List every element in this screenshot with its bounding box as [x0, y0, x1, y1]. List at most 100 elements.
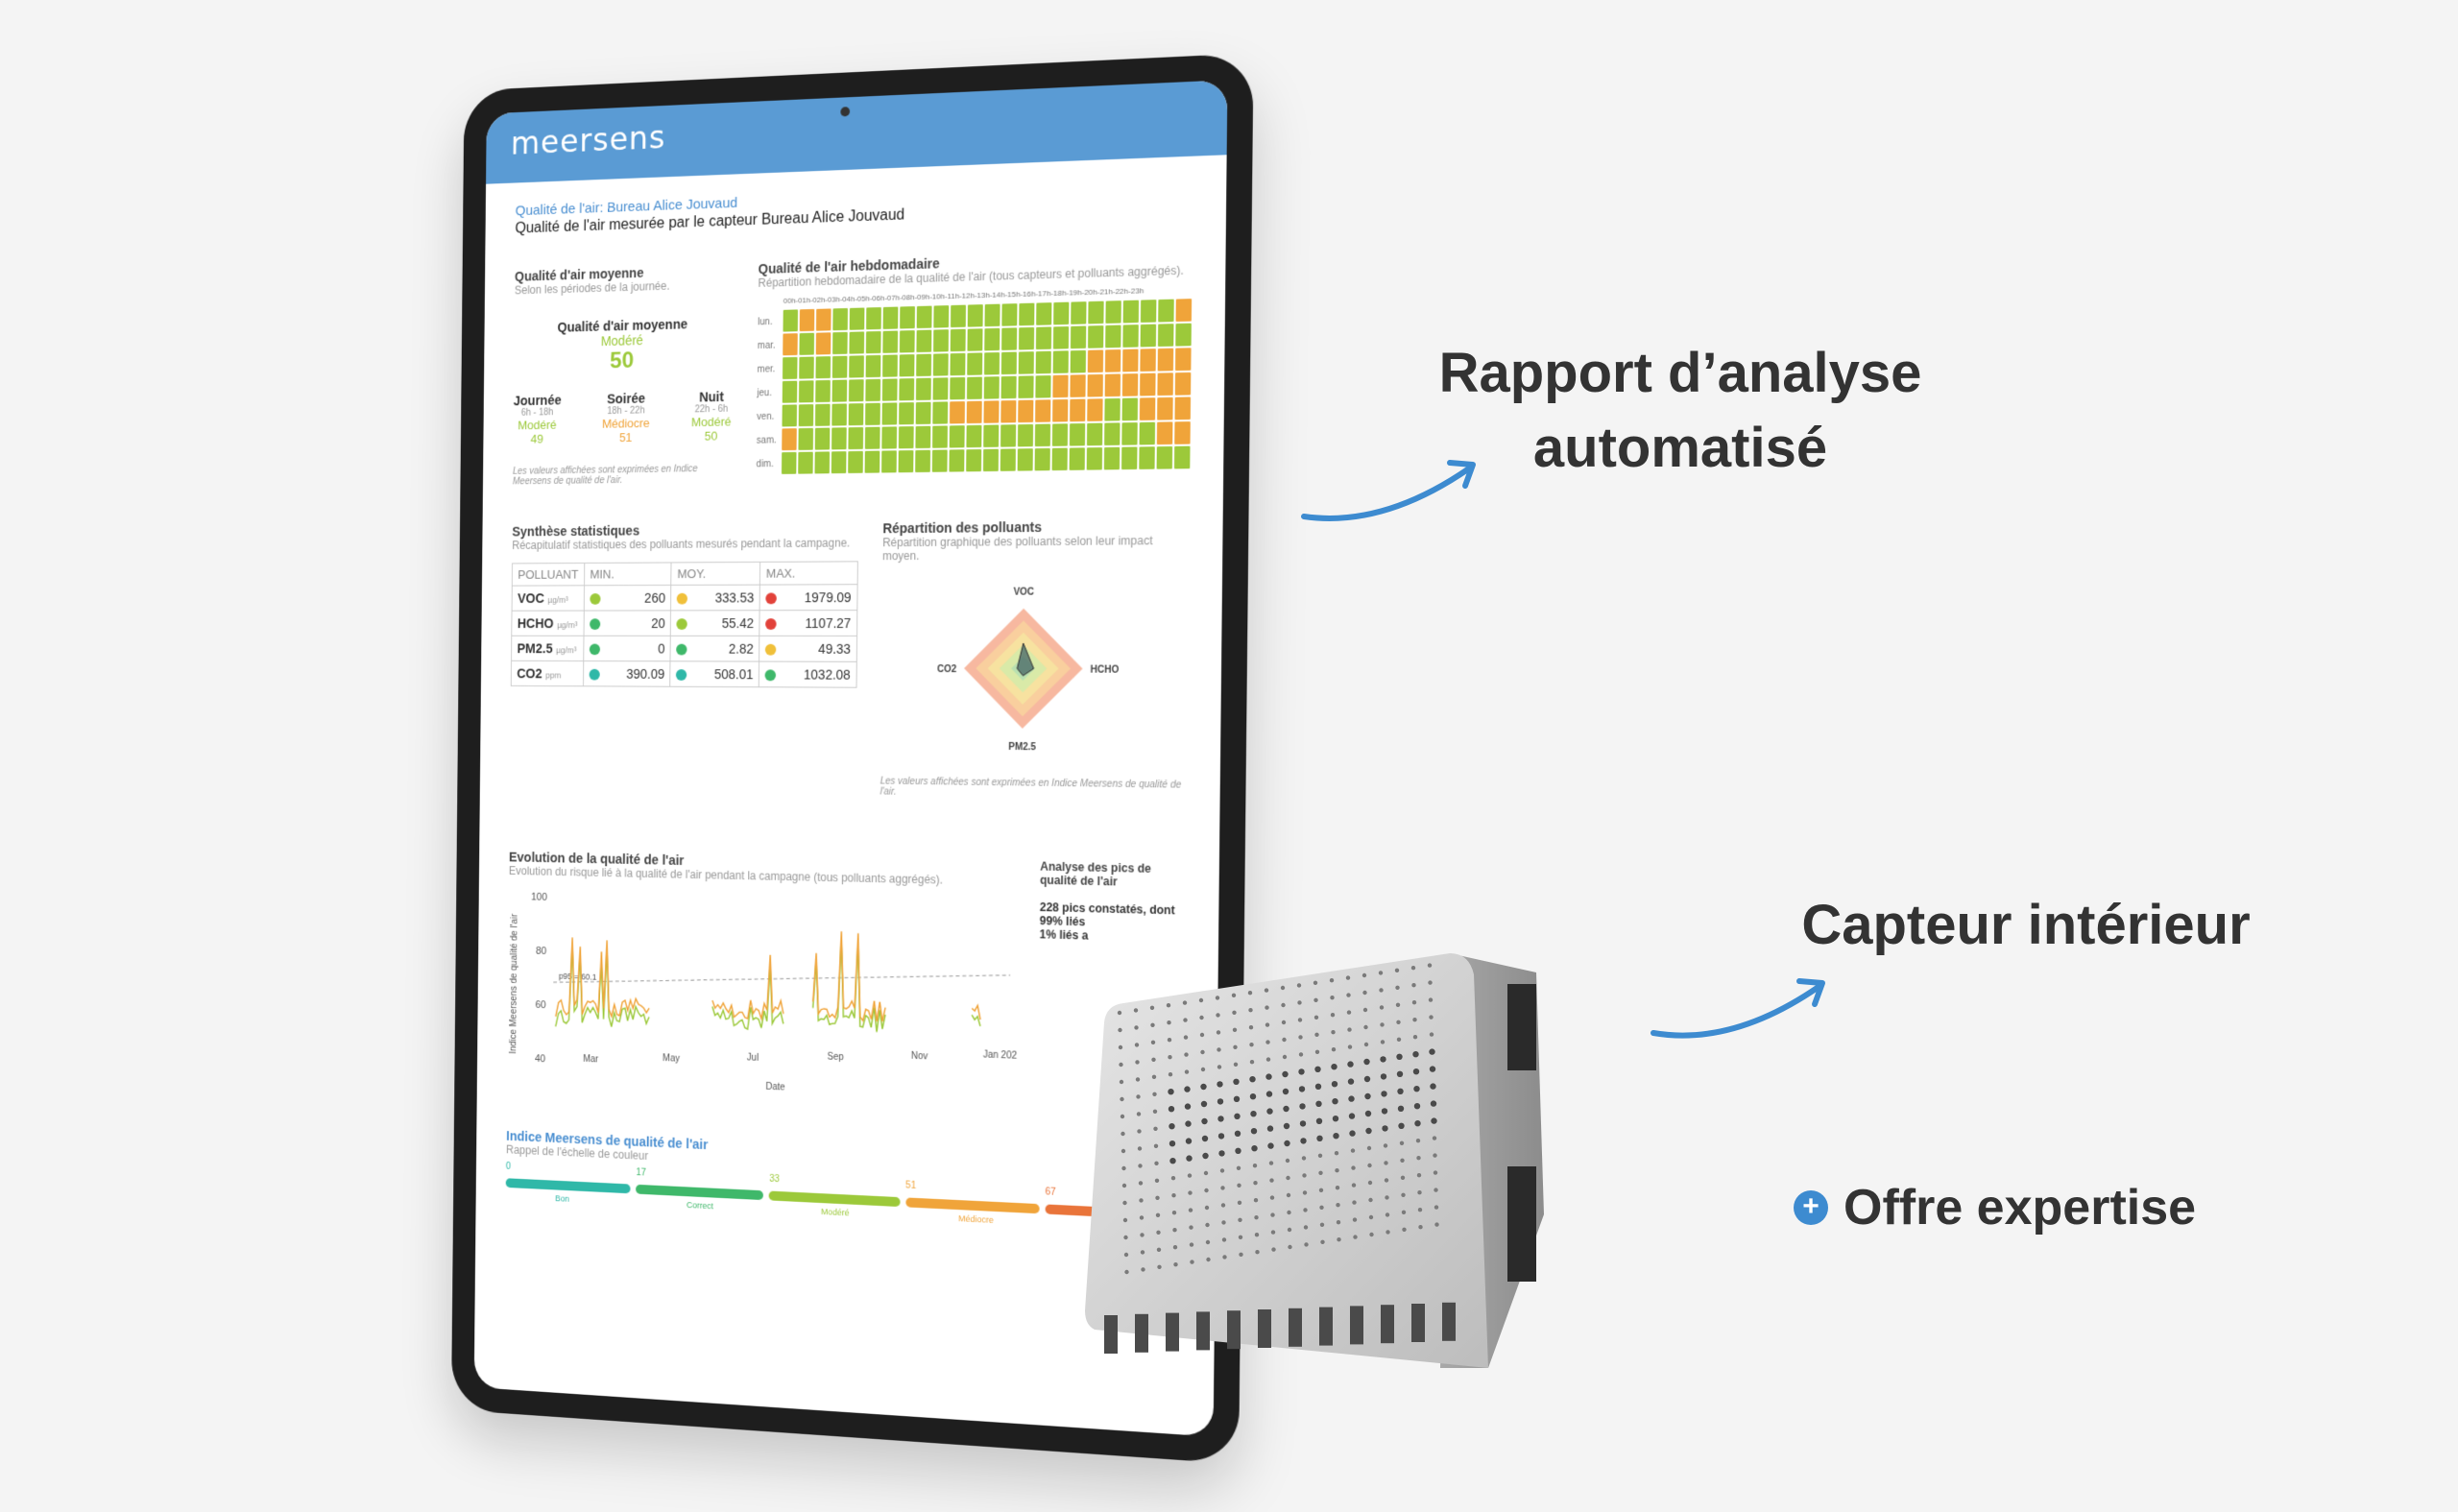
status-dot-icon [590, 618, 600, 630]
sensor-hole [1234, 1114, 1240, 1119]
heatmap-cell [1175, 348, 1192, 371]
sensor-hole [1337, 1237, 1340, 1241]
heatmap-cell [1088, 325, 1103, 348]
heatmap-cell [882, 378, 898, 400]
sensor-vent [1350, 1306, 1363, 1344]
sensor-hole [1299, 1052, 1303, 1056]
heatmap-cell [917, 306, 932, 328]
heatmap-cell [933, 329, 949, 351]
sensor-hole [1385, 1178, 1388, 1182]
expertise-offer[interactable]: + Offre expertise [1794, 1179, 2196, 1236]
sensor-vent [1196, 1311, 1210, 1350]
sensor-hole [1266, 1057, 1270, 1061]
sensor-hole [1267, 1142, 1273, 1148]
heatmap-cell [916, 354, 931, 376]
sensor-hole [1288, 1228, 1291, 1232]
heatmap-cell [950, 377, 965, 399]
sensor-hole [1168, 1038, 1171, 1042]
sensor-hole [1220, 1168, 1224, 1172]
sensor-hole [1330, 978, 1334, 982]
sensor-hole [1220, 1186, 1224, 1189]
stats-cell: 2.82 [670, 636, 759, 661]
stats-cell: 1107.27 [759, 611, 857, 636]
sensor-hole [1238, 1201, 1241, 1205]
sensor-hole [1397, 1038, 1401, 1042]
sensor-hole [1234, 1063, 1238, 1067]
sensor-hole [1190, 1260, 1193, 1263]
stats-subtitle: Récapitulatif statistiques des polluants… [512, 536, 858, 551]
sensor-hole [1347, 1027, 1351, 1031]
average-center: Qualité d'air moyenne Modéré 50 [514, 315, 733, 376]
sensor-hole [1271, 1230, 1275, 1234]
heatmap-cell [983, 425, 999, 447]
sensor-hole [1249, 1025, 1253, 1029]
sensor-hole [1206, 1258, 1210, 1261]
heatmap-cell [967, 352, 982, 374]
heatmap-cell [866, 307, 881, 329]
sensor-hole [1250, 1111, 1256, 1116]
heatmap-cell [1088, 349, 1103, 372]
sensor-hole [1167, 1020, 1170, 1024]
sensor-hole [1232, 994, 1236, 997]
sensor-hole [1315, 1050, 1319, 1054]
period-value: 51 [602, 430, 650, 444]
sensor-hole [1200, 1033, 1204, 1037]
heatmap-cell [967, 401, 982, 423]
heatmap-day-label: jeu. [757, 381, 777, 405]
sensor-hole [1336, 1186, 1339, 1189]
sensor-hole [1318, 1154, 1322, 1158]
sensor-hole [1284, 1140, 1289, 1146]
sensor-hole [1386, 1230, 1389, 1234]
heatmap-cell [865, 379, 880, 401]
sensor-hole [1349, 1130, 1355, 1136]
sensor-hole [1320, 1240, 1324, 1244]
stats-header: MAX. [760, 562, 858, 585]
heatmap-cell [849, 331, 864, 353]
sensor-vent [1166, 1313, 1179, 1352]
sensor-hole [1251, 1128, 1257, 1134]
sensor-hole [1302, 1173, 1306, 1177]
sensor-hole [1253, 1181, 1257, 1185]
evolution-xtick: Sep [828, 1051, 844, 1063]
radar-axis-label: CO2 [937, 664, 956, 675]
plus-circle-icon: + [1794, 1190, 1828, 1225]
sensor-hole [1217, 1047, 1220, 1051]
sensor-hole [1185, 1120, 1191, 1126]
peaks-line3: 1% liés a [1040, 927, 1186, 945]
status-dot-icon [677, 593, 687, 605]
period-name: Nuit [691, 389, 732, 405]
sensor-hole [1239, 1236, 1242, 1239]
sensor-hole [1222, 1255, 1226, 1259]
stats-cell: 333.53 [671, 585, 760, 611]
sensor-hole [1189, 1225, 1193, 1229]
sensor-hole [1367, 1164, 1371, 1167]
heatmap-cell [933, 377, 949, 399]
sensor-hole [1368, 1198, 1372, 1202]
heatmap-cell [832, 332, 848, 354]
sensor-hole [1169, 1140, 1175, 1146]
sensor-callout: Capteur intérieur [1767, 893, 2285, 957]
sensor-hole [1270, 1195, 1274, 1199]
sensor-hole [1348, 1078, 1354, 1084]
heatmap-cell [783, 309, 798, 331]
heatmap-cell [1071, 350, 1086, 373]
sensor-hole [1218, 1133, 1224, 1139]
heatmap-cell [1158, 300, 1174, 323]
scale-label: Médiocre [958, 1213, 994, 1225]
sensor-hole [1351, 1165, 1355, 1169]
sensor-hole [1381, 1091, 1386, 1096]
scale-segment: 0Bon [506, 1178, 631, 1193]
heatmap-cell [1000, 448, 1016, 470]
sensor-hole [1169, 1158, 1175, 1164]
heatmap-cell [899, 426, 914, 448]
sensor-hole [1313, 998, 1317, 1002]
stats-cell: 20 [584, 611, 671, 636]
heatmap-cell [1036, 351, 1051, 374]
sensor-hole [1384, 1143, 1387, 1147]
stats-cell: 49.33 [759, 636, 857, 661]
heatmap-cell [1036, 326, 1051, 349]
period-night: Nuit 22h - 6h Modéré 50 [691, 389, 732, 444]
heatmap-cell [1018, 448, 1033, 470]
sensor-hole [1140, 1215, 1144, 1219]
arrow-sensor-icon [1646, 970, 1838, 1046]
